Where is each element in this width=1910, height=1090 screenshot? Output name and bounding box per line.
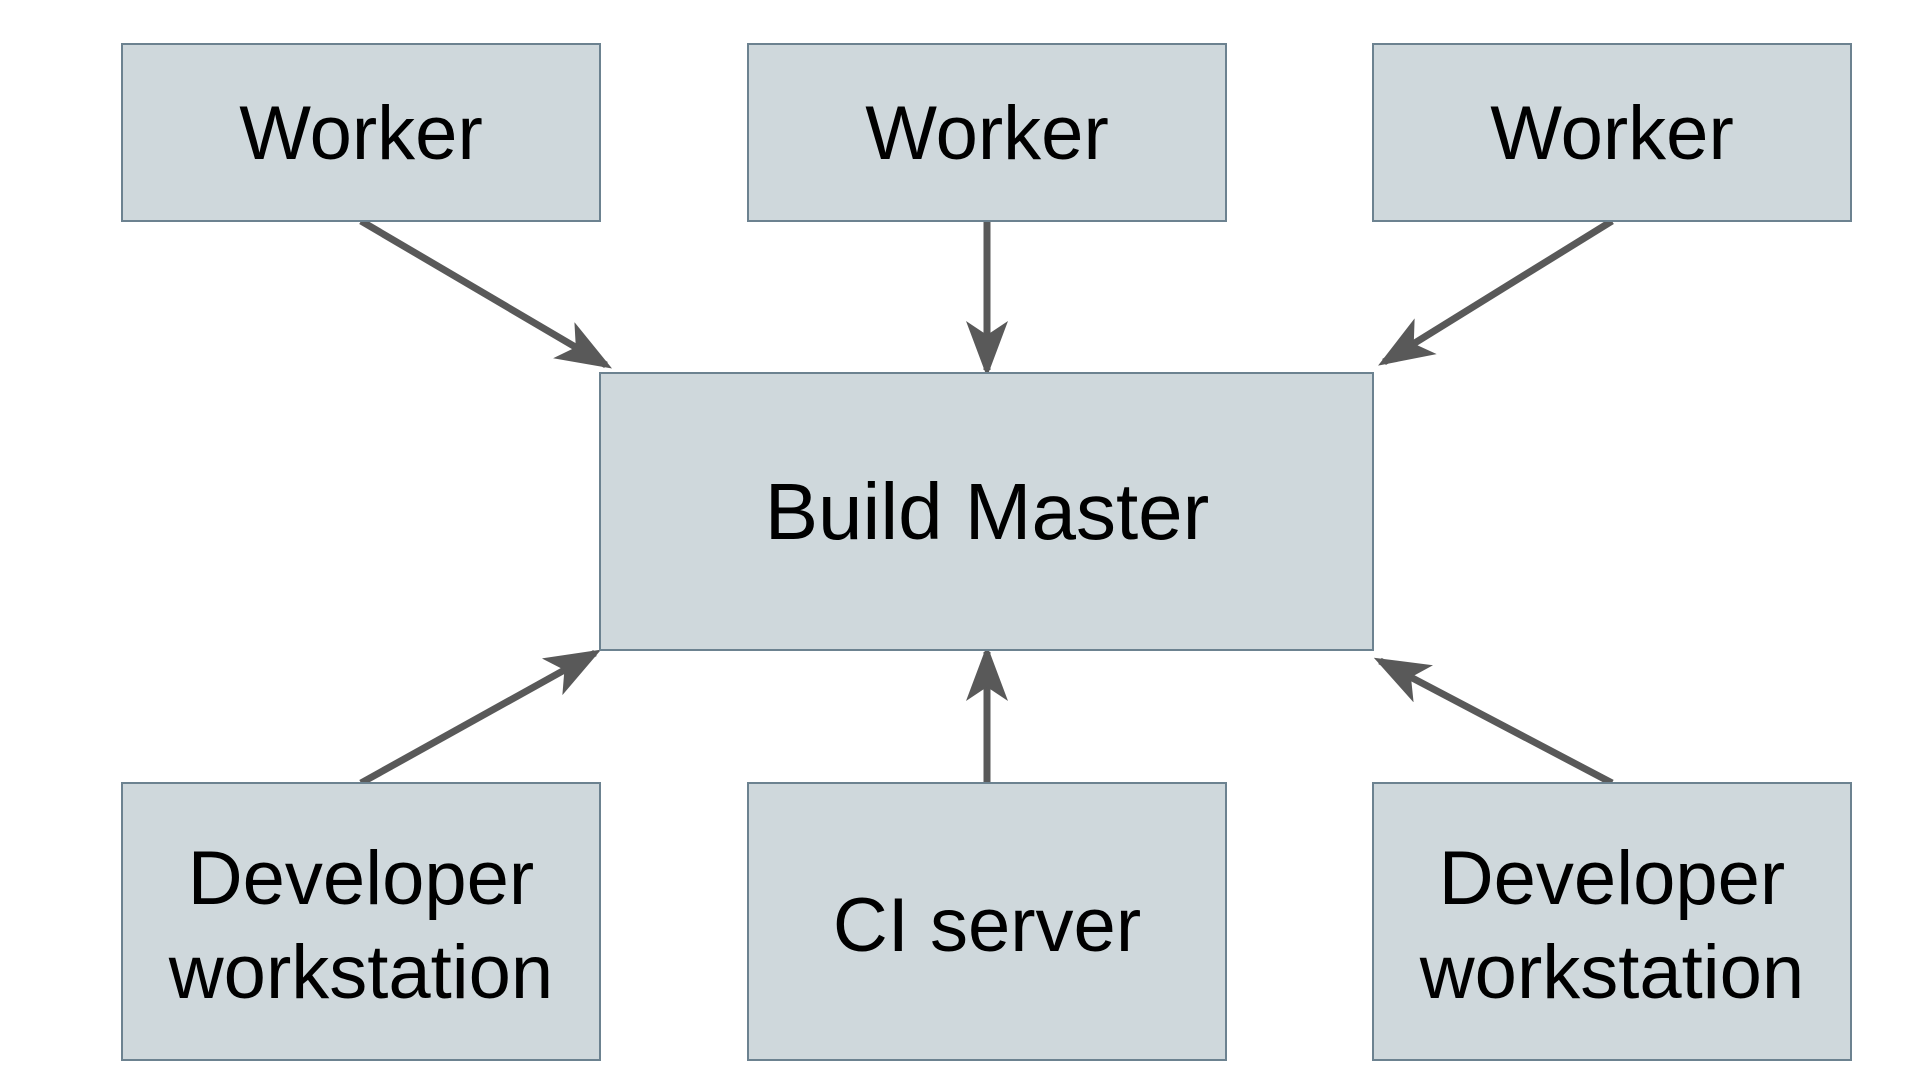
worker-node-2: Worker [747, 43, 1227, 222]
developer-workstation-node-2: Developer workstation [1372, 782, 1852, 1061]
edge-dev-workstation-1-to-master [359, 649, 602, 787]
developer-workstation-node-2-label-line-2: workstation [1419, 930, 1804, 1015]
ci-server-label: CI server [833, 883, 1141, 968]
worker-node-3: Worker [1372, 43, 1852, 222]
developer-workstation-node-1-label-line-2: workstation [168, 930, 553, 1015]
worker-node-1-label: Worker [239, 91, 483, 176]
worker-node-2-label: Worker [865, 91, 1109, 176]
build-master-label: Build Master [765, 467, 1210, 556]
developer-workstation-node-1: Developer workstation [121, 782, 601, 1061]
ci-server-node: CI server [747, 782, 1227, 1061]
build-master-node: Build Master [599, 372, 1374, 651]
developer-workstation-node-1-label-line-1: Developer [188, 836, 534, 921]
worker-node-3-label: Worker [1490, 91, 1734, 176]
edge-worker-3-to-master [1378, 218, 1614, 366]
worker-node-1: Worker [121, 43, 601, 222]
developer-workstation-node-2-label-line-1: Developer [1439, 836, 1785, 921]
edge-dev-workstation-2-to-master [1373, 657, 1614, 787]
edge-worker-1-to-master [359, 217, 613, 369]
